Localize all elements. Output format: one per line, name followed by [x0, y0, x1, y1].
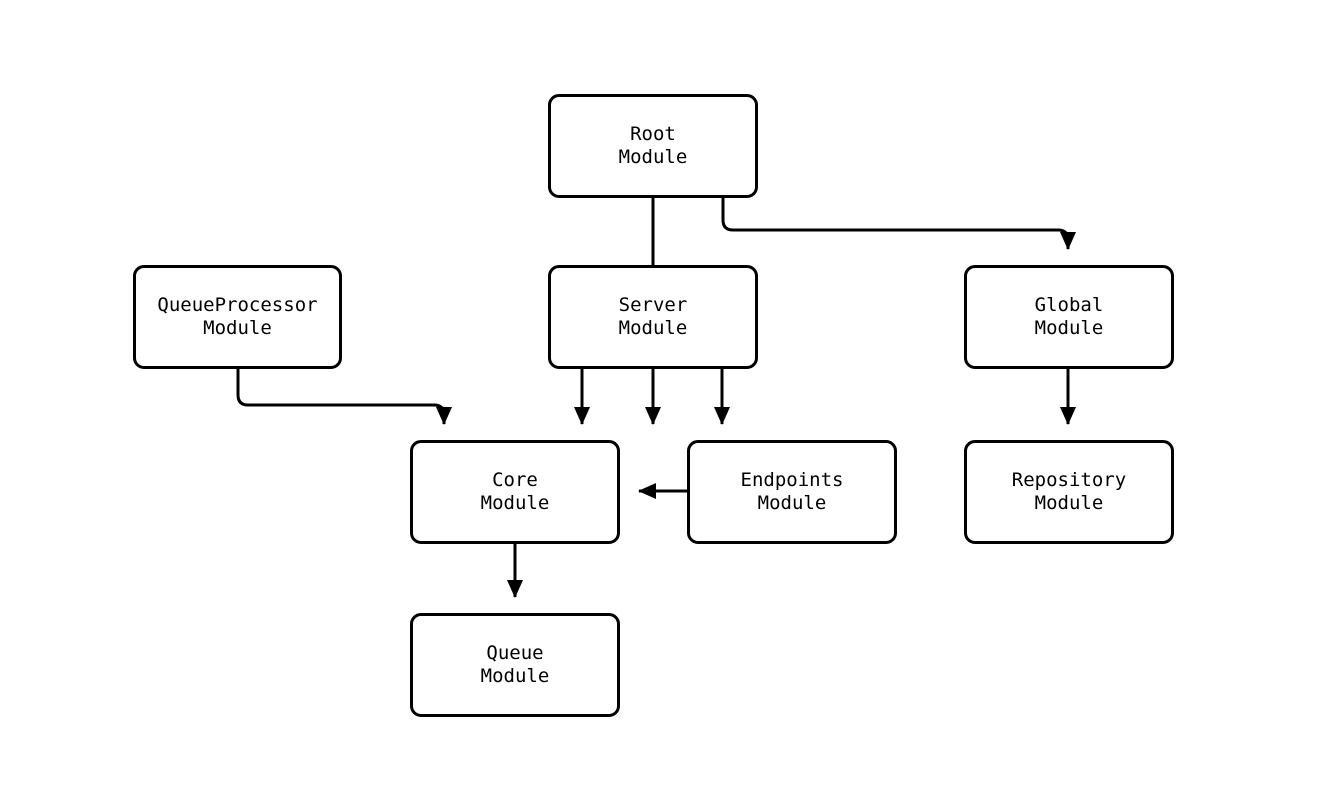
- node-global-module-line1: Global: [1034, 294, 1104, 316]
- node-root-module[interactable]: Root Module: [548, 94, 758, 198]
- node-endpoints-module[interactable]: Endpoints Module: [687, 440, 897, 544]
- node-queue-module-line2: Module: [480, 665, 550, 687]
- node-queue-module[interactable]: Queue Module: [410, 613, 620, 717]
- edge-root-to-global: [721, 198, 1076, 250]
- node-core-module-line1: Core: [492, 469, 538, 491]
- node-server-module-line1: Server: [618, 294, 688, 316]
- node-server-module-line2: Module: [618, 317, 688, 339]
- node-global-module[interactable]: Global Module: [964, 265, 1174, 369]
- node-repository-module-line2: Module: [1034, 492, 1104, 514]
- node-queueprocessor-module-line1: QueueProcessor: [157, 294, 318, 316]
- node-root-module-line1: Root: [630, 123, 676, 145]
- node-root-module-line2: Module: [618, 146, 688, 168]
- node-repository-module[interactable]: Repository Module: [964, 440, 1174, 544]
- node-endpoints-module-line2: Module: [757, 492, 827, 514]
- node-endpoints-module-line1: Endpoints: [740, 469, 844, 491]
- node-queueprocessor-module[interactable]: QueueProcessor Module: [133, 265, 342, 369]
- node-queue-module-line1: Queue: [486, 642, 544, 664]
- edge-queueprocessor-to-core: [236, 369, 452, 425]
- node-core-module[interactable]: Core Module: [410, 440, 620, 544]
- node-core-module-line2: Module: [480, 492, 550, 514]
- node-repository-module-line1: Repository: [1011, 469, 1127, 491]
- node-global-module-line2: Module: [1034, 317, 1104, 339]
- node-server-module[interactable]: Server Module: [548, 265, 758, 369]
- node-queueprocessor-module-line2: Module: [203, 317, 272, 339]
